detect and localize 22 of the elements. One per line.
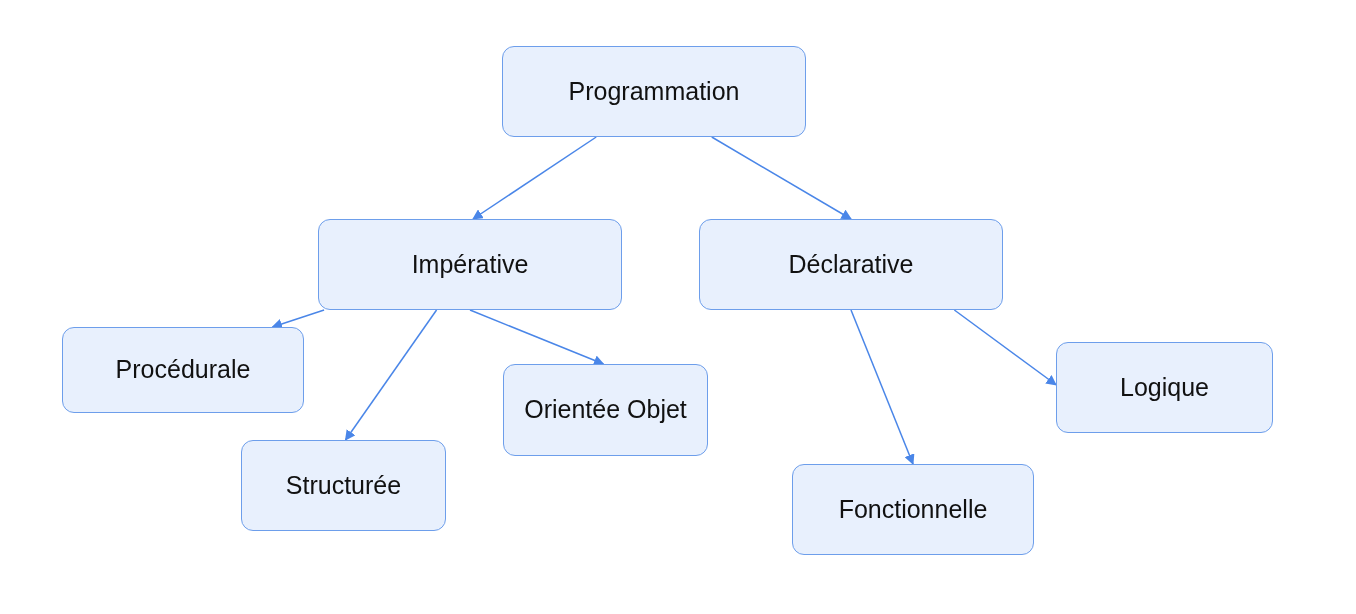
arrow xyxy=(953,309,1057,386)
node-box xyxy=(699,219,1003,310)
arrow xyxy=(469,309,605,366)
node-label: Impérative xyxy=(410,248,530,280)
node-box xyxy=(241,440,446,531)
node-label: Logique xyxy=(1119,371,1210,403)
node-box xyxy=(62,327,304,413)
node-label: Déclarative xyxy=(787,248,915,280)
node-label: Fonctionnelle xyxy=(837,493,989,525)
node-box xyxy=(503,364,708,456)
arrow xyxy=(711,136,852,220)
node-box xyxy=(318,219,622,310)
node-label: Structurée xyxy=(284,469,403,501)
node-label: Orientée Objet xyxy=(523,394,688,426)
node-box xyxy=(1056,342,1273,433)
node-label: Procédurale xyxy=(114,354,252,386)
node-label: Programmation xyxy=(567,75,741,107)
arrow xyxy=(472,136,597,220)
arrow xyxy=(850,309,915,465)
node-box xyxy=(792,464,1034,555)
node-box xyxy=(502,46,806,137)
arrow xyxy=(344,309,438,441)
